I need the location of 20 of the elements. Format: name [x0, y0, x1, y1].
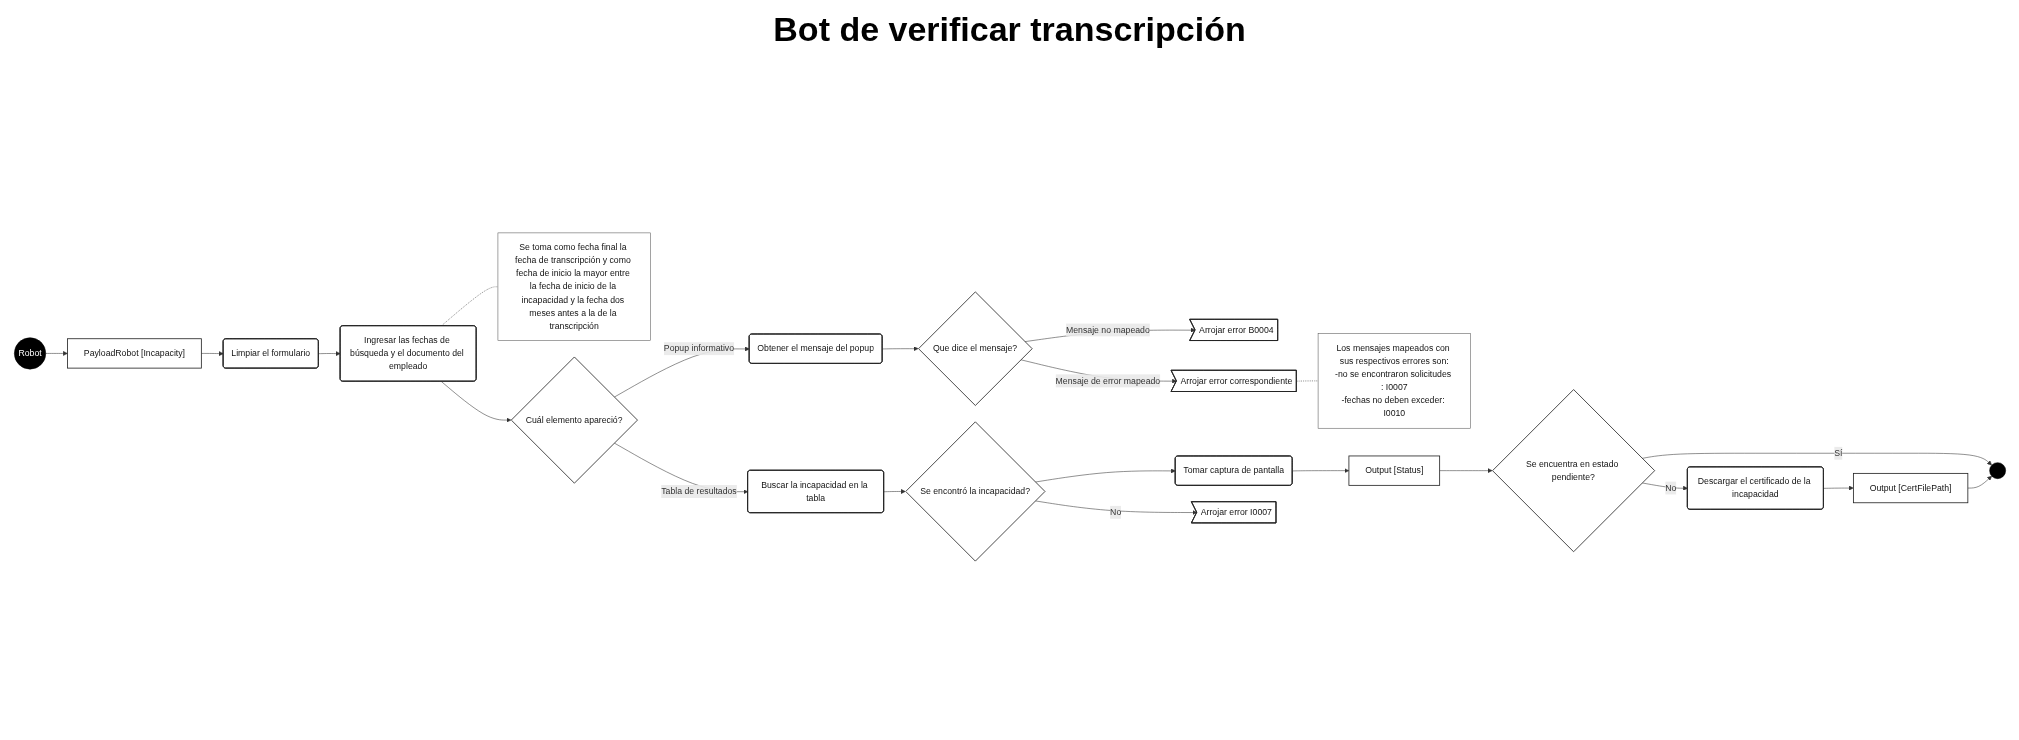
edge-label: Mensaje de error mapeado — [1055, 375, 1160, 385]
node-circle: Robot — [13, 336, 46, 369]
diagram-title: Bot de verificar transcripción — [773, 10, 1246, 49]
node-box: Output [Status] — [1348, 455, 1440, 486]
connector — [440, 286, 498, 326]
edge-label: No — [1664, 482, 1676, 492]
node-box: Se toma como fecha final la fecha de transcripción y como fecha de inicio la mayor entre la fecha de inicio de la incapacidad y la fecha dos meses antes a la de la transcripción — [497, 232, 651, 341]
edge-label: Tabla de resultados — [660, 486, 737, 496]
edge-label: Sí — [1833, 447, 1843, 458]
edge-label: Popup informativo — [663, 343, 734, 353]
node-diamond: Se encontró la incapacidad? — [904, 420, 1045, 561]
edge-label: Mensaje no mapeado — [1065, 324, 1150, 334]
edge-label: No — [1109, 506, 1121, 517]
node-diamond: Cuál elemento apareció? — [510, 356, 638, 484]
connector — [1295, 380, 1318, 381]
node-diamond: Que dice el mensaje? — [917, 290, 1033, 406]
node-box: PayloadRobot [Incapacity] — [66, 337, 202, 369]
node-diamond: Se encuentra en estado pendiente? — [1491, 388, 1655, 552]
node-box: Output [CertFilePath] — [1852, 472, 1968, 503]
node-box: Los mensajes mapeados con sus respectivos errores son: -no se encontraron solicitudes : I0007 -fechas no deben exceder: I0010 — [1317, 332, 1471, 428]
